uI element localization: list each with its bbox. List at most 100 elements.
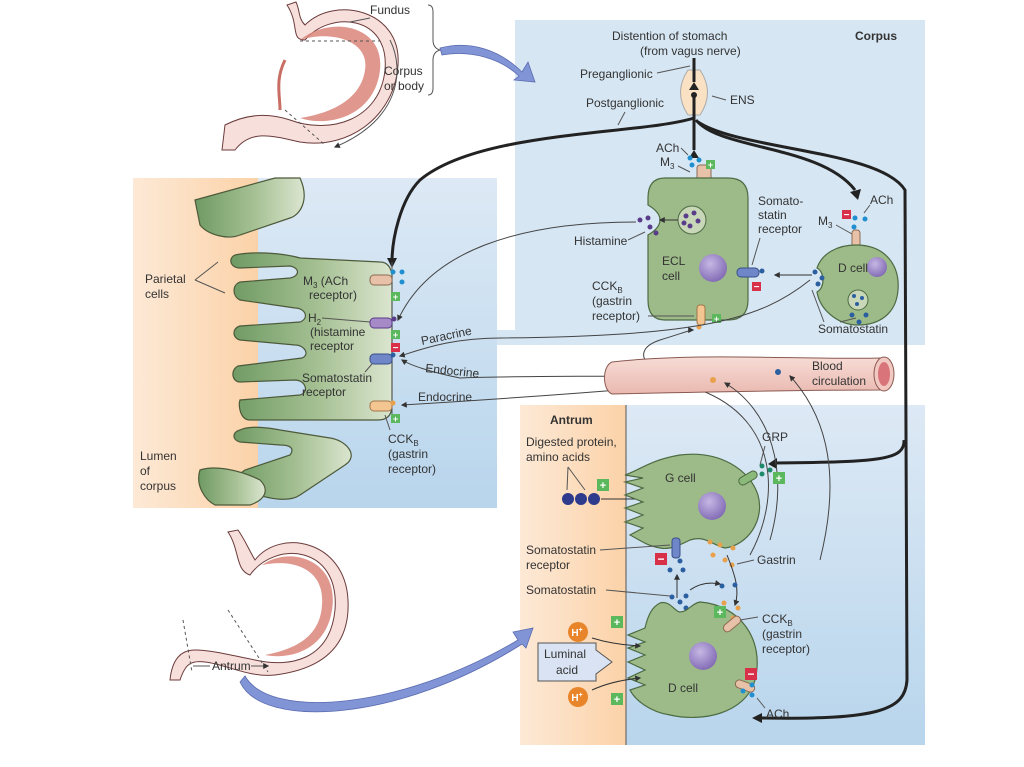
parietal-label-line1: Parietal (145, 272, 186, 286)
dcell-cckb-line2: (gastrin (762, 627, 802, 641)
nerve-to-gcell (774, 439, 906, 465)
corpus-zoom-arrow (439, 44, 536, 83)
postganglionic-leader (617, 111, 626, 126)
parietal-h2-leader (321, 317, 371, 323)
corpus-dcell[interactable] (816, 244, 899, 326)
parietal-somatostatin-receptor (369, 353, 393, 365)
svg-text:+: + (776, 473, 782, 485)
gcell-somato-receptor-line1: Somatostatin (526, 543, 596, 557)
histamine-label: Histamine (574, 234, 628, 248)
ecl-cell[interactable] (647, 177, 749, 321)
histamine-paracrine-path (397, 221, 637, 322)
svg-text:+: + (393, 414, 398, 424)
somatostatin-to-blood-path (789, 375, 831, 561)
blood-label-line1: Blood (812, 359, 843, 373)
parietal-cckb-line2: (gastrin (388, 447, 428, 461)
plus-sign-parietal-h2: + (391, 330, 400, 340)
histamine-molecule-parietal (391, 316, 397, 322)
plus-sign-parietal-m3: + (391, 292, 400, 302)
svg-text:+: + (614, 617, 620, 629)
parietal-h2-line3: receptor (310, 339, 354, 353)
gcell-label: G cell (665, 471, 696, 485)
antrum-dcell-nerve-terminal-icon (752, 713, 762, 723)
somatostatin-paracrine-arrow (689, 580, 722, 591)
ach-molecules-parietal (390, 269, 405, 285)
corpus-title: Corpus (855, 29, 897, 43)
plus-sign-parietal-cckb: + (391, 414, 400, 424)
postganglionic-label: Postganglionic (586, 96, 664, 110)
histamine-leader (627, 231, 646, 241)
gastrin-in-blood (710, 377, 716, 383)
ecl-cckb-receptor (696, 304, 706, 326)
ecl-somato-receptor-leader (751, 237, 761, 266)
ach-molecules-antrum-dcell (740, 682, 755, 698)
svg-text:+: + (393, 330, 398, 340)
dcell-cckb-line3: receptor) (762, 642, 810, 656)
dcell-m3-label: M3 (818, 214, 833, 230)
antrum-lumen (520, 405, 626, 745)
corpus-bracket (427, 4, 442, 96)
luminal-acid-arrow (537, 642, 613, 682)
corpus-dcell-label: D cell (838, 261, 868, 275)
parietal-somato-line2: receptor (302, 385, 346, 399)
h-plus-arrow-top (591, 637, 642, 649)
parietal-h2-line1: H2 (308, 311, 322, 327)
somatostatin-molecule-parietal (390, 352, 396, 358)
dcell-cckb-line1: CCKB (762, 612, 793, 628)
distention-label-line2: (from vagus nerve) (640, 44, 741, 58)
endocrine-label-1: Endocrine (425, 361, 481, 381)
histamine-vesicle-contents (681, 210, 701, 229)
svg-text:+: + (714, 314, 719, 324)
ach-label-ecl: ACh (656, 141, 679, 155)
svg-text:+: + (600, 480, 606, 492)
ecl-somato-receptor-line2: statin (758, 208, 787, 222)
antrum-zoom-arrow (239, 627, 534, 713)
corpus-somatostatin-label: Somatostatin (818, 322, 888, 336)
svg-text:−: − (393, 343, 399, 354)
svg-text:+: + (393, 292, 398, 302)
parietal-cckb-line3: receptor) (388, 462, 436, 476)
amino-acid-molecules (562, 493, 600, 505)
svg-text:−: − (754, 282, 760, 293)
parietal-label-line2: cells (145, 287, 169, 301)
stomach-illustration-bottom (169, 529, 349, 681)
m3-label-ecl: M3 (660, 155, 675, 171)
ecl-cckb-line2: (gastrin (592, 294, 632, 308)
gcell-nerve-terminal-icon (768, 458, 777, 469)
svg-text:H+: H+ (571, 692, 582, 704)
somatostatin-vesicle-corpus (847, 289, 869, 311)
plus-sign-acid-top: + (611, 616, 623, 629)
postganglionic-to-parietal (390, 116, 695, 263)
minus-sign-antrum-dcell-ach: − (745, 667, 757, 681)
gcell-somato-receptor-leader (599, 544, 671, 551)
endocrine-label-2: Endocrine (418, 390, 472, 404)
lumen-label-line1: Lumen (140, 449, 177, 463)
dcell-ach-leader (863, 204, 871, 214)
ecl-somatostatin-receptor (736, 267, 760, 278)
gastrin-to-dcell-arrow (726, 554, 740, 607)
gastrin-molecule-parietal (390, 400, 396, 406)
postganglionic-to-dcell (694, 118, 857, 191)
plus-sign-dcell-cckb: + (714, 606, 726, 619)
somatostatin-molecules-antrum (669, 582, 738, 611)
parietal-h2-line2: (histamine (310, 325, 366, 339)
antrum-stomach-label: Antrum (212, 659, 251, 673)
gcell-somatostatin-receptor (671, 537, 681, 559)
dcell-cckb-receptor (722, 615, 742, 633)
ecl-label-line2: cell (662, 269, 680, 283)
gcell-nucleus (698, 492, 726, 520)
antrum-ach-label: ACh (766, 707, 789, 721)
blood-label-line2: circulation (812, 374, 866, 388)
protein-label-line1: Digested protein, (526, 435, 617, 449)
grp-leader (759, 445, 766, 466)
gastrin-to-blood-path (723, 382, 779, 541)
parietal-somato-line1: Somatostatin (302, 371, 372, 385)
histamine-molecules (637, 215, 659, 236)
ecl-label-line1: ECL (662, 254, 686, 268)
fundus-label: Fundus (370, 3, 410, 17)
dcell-nucleus-corpus (867, 257, 887, 277)
corpus-label-line1: Corpus (384, 64, 423, 78)
somatostatin-in-blood (775, 369, 781, 375)
g-cell[interactable] (622, 453, 761, 550)
